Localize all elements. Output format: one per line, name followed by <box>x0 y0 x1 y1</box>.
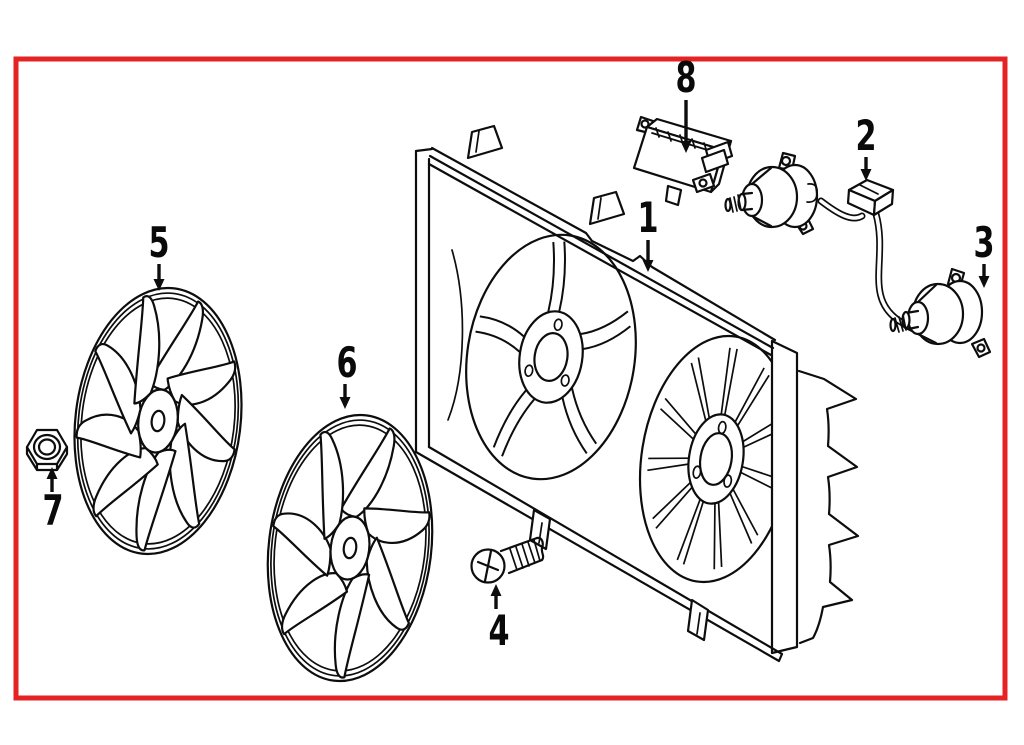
part-motor-lead-connector <box>846 178 895 217</box>
callout-7[interactable]: 7 <box>42 467 64 535</box>
part-fan-motor-left <box>724 151 819 236</box>
callout-2-label[interactable]: 2 <box>855 111 876 160</box>
callout-4-arrowhead <box>490 584 502 596</box>
callout-6-arrowhead <box>339 397 351 409</box>
part-fan-control-module <box>632 115 734 207</box>
callout-3[interactable]: 3 <box>973 218 995 288</box>
part-screw <box>470 536 545 584</box>
callout-5-arrowhead <box>153 279 165 291</box>
part-fan-motor-right <box>889 267 992 359</box>
callout-8[interactable]: 8 <box>675 53 697 153</box>
callout-6-label[interactable]: 6 <box>336 338 357 387</box>
callout-4[interactable]: 4 <box>488 584 510 655</box>
callout-3-arrowhead <box>978 276 990 288</box>
part-fan-shroud-assembly <box>414 124 860 663</box>
part-fan-blade-center <box>253 405 447 690</box>
callout-8-label[interactable]: 8 <box>675 53 696 102</box>
callout-1-arrowhead <box>642 260 654 272</box>
callout-7-label[interactable]: 7 <box>42 486 63 535</box>
callout-5-label[interactable]: 5 <box>148 218 169 267</box>
callout-7-arrowhead <box>46 467 58 479</box>
callout-6[interactable]: 6 <box>336 338 358 409</box>
part-nut <box>25 428 69 472</box>
diagram-border <box>13 56 1008 701</box>
callout-8-arrowhead <box>680 141 692 153</box>
callout-1-label[interactable]: 1 <box>637 193 658 242</box>
part-fan-blade-left <box>60 278 256 563</box>
callout-4-label[interactable]: 4 <box>488 606 509 655</box>
callout-3-label[interactable]: 3 <box>973 218 994 267</box>
callout-2-arrowhead <box>860 169 872 181</box>
callout-1[interactable]: 1 <box>637 193 659 272</box>
callout-5[interactable]: 5 <box>148 218 170 291</box>
callout-2[interactable]: 2 <box>855 111 877 181</box>
